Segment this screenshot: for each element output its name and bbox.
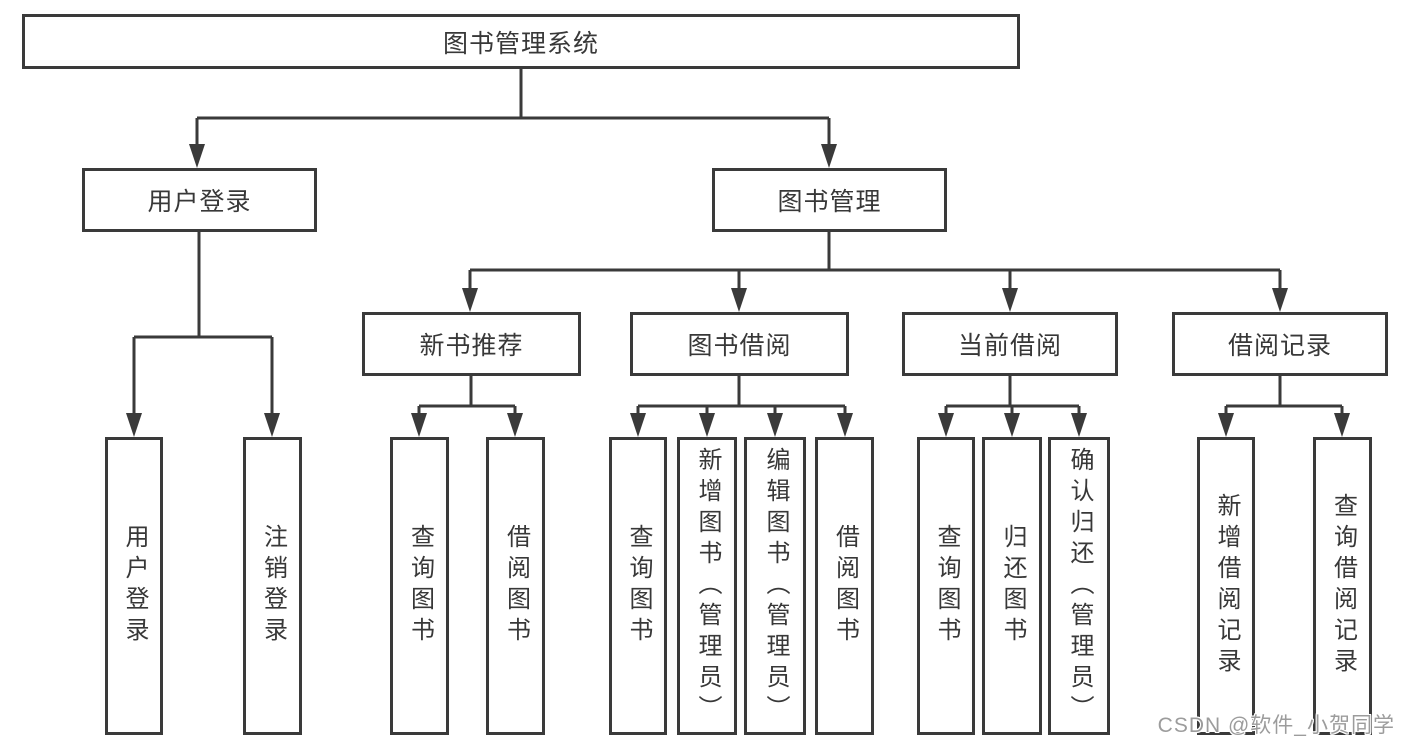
node-label: 图书借阅	[687, 332, 792, 360]
leaf-add-book-admin: 新增图书（管理员）	[677, 437, 737, 735]
node-borrowing-records: 借阅记录	[1172, 312, 1388, 376]
node-label: 新书推荐	[419, 332, 524, 360]
leaf-logout: 注销登录	[243, 437, 302, 735]
leaf-query-books-recommend: 查询图书	[390, 437, 449, 735]
leaf-return-books: 归还图书	[982, 437, 1042, 735]
node-label: 确认归还（管理员）	[1066, 446, 1093, 726]
leaf-add-borrow-record: 新增借阅记录	[1197, 437, 1255, 735]
node-label: 用户登录	[121, 524, 148, 648]
leaf-borrow-books-borrowing: 借阅图书	[815, 437, 874, 735]
node-label: 查询图书	[625, 524, 652, 648]
node-book-borrowing: 图书借阅	[630, 312, 849, 376]
leaf-edit-book-admin: 编辑图书（管理员）	[744, 437, 806, 735]
leaf-borrow-books-recommend: 借阅图书	[486, 437, 545, 735]
node-label: 新增借阅记录	[1213, 493, 1240, 679]
node-library-system: 图书管理系统	[22, 14, 1020, 69]
node-label: 新增图书（管理员）	[694, 446, 721, 726]
leaf-user-login: 用户登录	[105, 437, 163, 735]
node-current-borrowing: 当前借阅	[902, 312, 1118, 376]
node-label: 查询图书	[406, 524, 434, 648]
node-label: 借阅图书	[831, 524, 859, 648]
leaf-query-books-borrowing: 查询图书	[609, 437, 667, 735]
node-label: 归还图书	[999, 524, 1026, 648]
node-label: 当前借阅	[957, 332, 1062, 360]
csdn-watermark: CSDN @软件_小贺同学	[1157, 714, 1395, 737]
node-label: 查询借阅记录	[1329, 493, 1357, 679]
node-label: 图书管理	[777, 188, 882, 216]
leaf-confirm-return-admin: 确认归还（管理员）	[1048, 437, 1110, 735]
node-user-login: 用户登录	[82, 168, 317, 232]
node-new-book-recommend: 新书推荐	[362, 312, 581, 376]
node-label: 图书管理系统	[442, 29, 599, 58]
node-label: 借阅图书	[502, 524, 530, 648]
leaf-query-books-current: 查询图书	[917, 437, 975, 735]
node-label: 用户登录	[147, 188, 252, 216]
node-label: 查询图书	[933, 524, 960, 648]
leaf-query-borrow-record: 查询借阅记录	[1313, 437, 1372, 735]
node-label: 借阅记录	[1227, 332, 1332, 360]
node-book-management: 图书管理	[712, 168, 947, 232]
node-label: 编辑图书（管理员）	[762, 446, 789, 726]
node-label: 注销登录	[259, 524, 287, 648]
